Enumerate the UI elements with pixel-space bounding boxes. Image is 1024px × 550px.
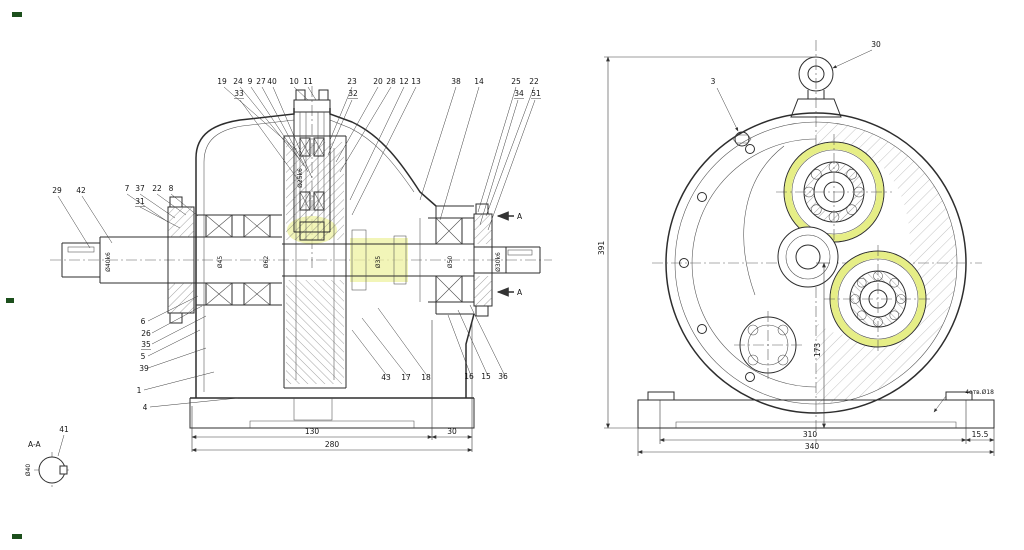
part-callout: 32 <box>348 89 358 98</box>
base-left-view <box>189 397 475 429</box>
dim-total-width: 340 <box>805 442 820 451</box>
part-callout: 9 <box>248 77 253 86</box>
part-callout: 29 <box>52 186 62 195</box>
part-callout: 41 <box>59 425 69 434</box>
output-shaft <box>474 246 541 274</box>
dim-axis-height: 173 <box>813 343 822 358</box>
part-callout: 19 <box>217 77 227 86</box>
part-callout: 15 <box>481 372 491 381</box>
diameter-dim: Ø40 <box>25 464 32 477</box>
part-callout: 51 <box>531 89 541 98</box>
front-view: 30 3 391 173 310 15.5 340 4отв.Ø18 <box>597 40 995 456</box>
shaft-diameter-dims: Ø40k6 Ø45 Ø62 Ø25k6 Ø35 Ø50 Ø30k6 <box>105 168 502 272</box>
part-callout: 33 <box>234 89 244 98</box>
section-letter: A <box>517 288 523 297</box>
front-view-callouts: 30 3 <box>711 40 881 132</box>
front-view-dimensions: 391 173 310 15.5 340 4отв.Ø18 <box>597 56 995 456</box>
corner-marks <box>6 12 22 539</box>
part-callout: 11 <box>303 77 313 86</box>
part-callout: 20 <box>373 77 383 86</box>
part-callout: 28 <box>386 77 396 86</box>
part-callout: 13 <box>411 77 421 86</box>
left-callouts: 29 42 7 37 22 31 8 <box>52 184 174 207</box>
dim-height: 391 <box>597 241 606 256</box>
part-callout: 1 <box>137 386 142 395</box>
diameter-dim: Ø62 <box>263 256 270 269</box>
diameter-dim: Ø25k6 <box>297 168 304 188</box>
cover-flange <box>734 311 802 379</box>
part-callout: 31 <box>135 197 145 206</box>
section-aa-detail: A-A 41 Ø40 <box>25 425 70 488</box>
left-bearing-cap <box>167 196 195 324</box>
dim-length: 130 <box>305 427 320 436</box>
right-bearings <box>435 217 463 303</box>
part-callout: 34 <box>514 89 524 98</box>
part-callout: 35 <box>141 340 151 349</box>
part-callout: 27 <box>256 77 266 86</box>
flange-bolt-holes <box>679 144 755 382</box>
callout-leaders <box>57 86 536 408</box>
part-callout: 6 <box>141 317 146 326</box>
part-callout: 5 <box>141 352 146 361</box>
diameter-dim: Ø30k6 <box>495 252 502 272</box>
part-callout: 17 <box>401 373 411 382</box>
top-shaft-assembly <box>293 89 331 241</box>
part-callout: 3 <box>711 77 716 86</box>
bottom-callouts: 43 17 18 16 15 36 <box>381 372 508 382</box>
central-bore <box>777 226 839 288</box>
part-callout: 7 <box>125 184 130 193</box>
cavity-wall-arc <box>743 145 785 296</box>
gear-mesh-highlight <box>350 238 408 282</box>
part-callout: 37 <box>135 184 145 193</box>
dim-width: 310 <box>803 430 818 439</box>
right-bearing-cap <box>473 203 493 317</box>
part-callout: 8 <box>169 184 174 193</box>
diameter-dim: Ø45 <box>217 256 224 269</box>
left-bearings <box>205 214 271 306</box>
dim-foot: 15.5 <box>972 430 989 439</box>
part-callout: 16 <box>464 372 474 381</box>
dim-length: 280 <box>325 440 340 449</box>
part-callout: 12 <box>399 77 409 86</box>
upper-gear-bearing <box>776 134 892 250</box>
part-callout: 40 <box>267 77 277 86</box>
left-view-dimensions: 130 30 280 <box>191 320 473 452</box>
diameter-dim: Ø40k6 <box>105 252 112 272</box>
part-callout: 23 <box>347 77 357 86</box>
flange-bolt <box>732 131 752 147</box>
section-plane-marks: A A <box>496 211 523 297</box>
part-callout: 43 <box>381 373 391 382</box>
part-callout: 36 <box>498 372 508 381</box>
holes-note: 4отв.Ø18 <box>965 389 994 396</box>
part-callout: 22 <box>152 184 162 193</box>
part-callout: 26 <box>141 329 151 338</box>
section-label: A-A <box>28 440 42 449</box>
part-callout: 39 <box>139 364 149 373</box>
eyebolt <box>790 56 842 118</box>
cascade-callouts: 6 26 35 5 39 1 4 <box>137 317 151 412</box>
lower-gear-bearing <box>824 245 932 353</box>
dim-length: 30 <box>447 427 457 436</box>
part-callout: 18 <box>421 373 431 382</box>
diameter-dim: Ø50 <box>447 256 454 269</box>
diameter-dim: Ø35 <box>375 256 382 269</box>
output-side-internals <box>351 218 421 302</box>
top-callouts: 19 24 9 27 40 10 11 23 20 28 12 13 38 14… <box>217 77 541 99</box>
section-letter: A <box>517 212 523 221</box>
sectional-view: A A 19 24 9 27 40 10 11 23 20 28 12 13 <box>50 77 552 452</box>
part-callout: 42 <box>76 186 86 195</box>
part-callout: 4 <box>143 403 148 412</box>
part-callout: 24 <box>233 77 243 86</box>
part-callout: 30 <box>871 40 881 49</box>
part-callout: 10 <box>289 77 299 86</box>
part-callout: 14 <box>474 77 484 86</box>
part-callout: 25 <box>511 77 521 86</box>
part-callout: 22 <box>529 77 539 86</box>
part-callout: 38 <box>451 77 461 86</box>
